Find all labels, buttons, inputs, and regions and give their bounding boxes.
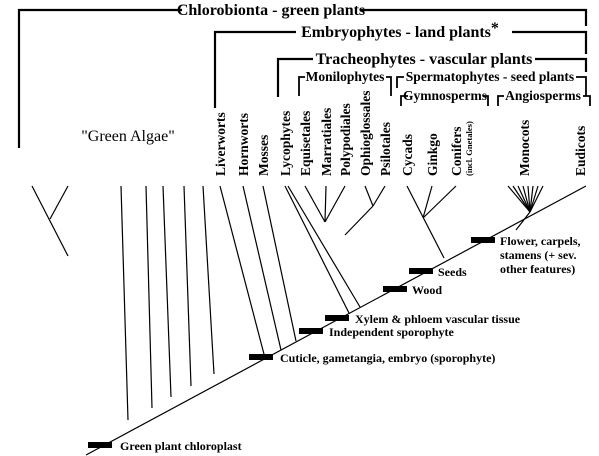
label-angiosperms: Angiosperms — [505, 88, 581, 103]
branch-liverworts — [219, 185, 266, 359]
label-hornworts: Hornworts — [236, 113, 251, 176]
branch-angio-4 — [522, 185, 531, 213]
label-monilophytes: Monilophytes — [306, 69, 385, 84]
trait-bar-seeds — [409, 268, 433, 274]
label-tracheophytes: Tracheophytes - vascular plants — [316, 51, 533, 68]
label-ophioglossales: Ophioglossales — [358, 90, 373, 176]
branch-angio-stem — [515, 211, 531, 231]
branch-angio-7 — [529, 185, 539, 213]
label-liverworts: Liverworts — [213, 112, 228, 176]
branch-equisetales — [304, 185, 326, 223]
branch-ginkgo — [422, 185, 433, 219]
trait-label-xylem: Xylem & phloem vascular tissue — [355, 312, 521, 326]
label-polypodiales: Polypodiales — [338, 103, 353, 176]
trait-label-seeds: Seeds — [438, 265, 467, 279]
branch-angio-1 — [507, 185, 531, 213]
branch-psilotales — [372, 185, 386, 207]
branch-monilophyte-join — [344, 205, 374, 236]
branch-cycads — [406, 185, 445, 259]
label-spermatophytes: Spermatophytes - seed plants — [406, 69, 574, 84]
bracket-gymnosperms — [400, 95, 489, 106]
branch-marratiales — [324, 185, 327, 223]
trait-bar-chloroplast — [88, 442, 112, 448]
label-equisetales: Equisetales — [298, 111, 313, 176]
label-ginkgo: Ginkgo — [425, 133, 440, 176]
trait-bar-xylem — [325, 315, 349, 321]
label-conifers-note: (incl. Gnetales) — [464, 121, 474, 176]
label-cycads: Cycads — [400, 134, 415, 176]
branch-polypodiales — [324, 185, 346, 223]
branch-algae-7 — [202, 185, 215, 375]
label-marratiales: Marratiales — [319, 108, 334, 176]
trait-label-wood: Wood — [412, 283, 442, 297]
trait-label-flower-3: other features) — [500, 262, 575, 276]
branch-angio-3 — [517, 185, 531, 213]
label-lycophytes: Lycophytes — [278, 111, 293, 176]
branch-algae-2 — [49, 185, 69, 220]
branch-algae-6 — [183, 185, 192, 387]
trait-bar-sporophyte — [299, 328, 323, 334]
trait-label-chloroplast: Green plant chloroplast — [120, 439, 242, 453]
label-chlorobionta: Chlorobionta - green plants — [177, 2, 365, 19]
trait-label-sporophyte: Independent sporophyte — [329, 325, 454, 339]
bracket-chlorobionta — [17, 8, 588, 148]
trait-bar-flower — [471, 237, 495, 243]
branch-angio-8 — [529, 185, 544, 213]
label-eudicots: Eudicots — [573, 126, 588, 176]
trait-bar-wood — [383, 286, 407, 292]
branch-lycophytes — [284, 185, 350, 314]
branch-monilophytes-stem — [287, 185, 361, 308]
branch-hornworts — [242, 185, 282, 351]
branch-algae-5 — [162, 185, 172, 398]
bracket-tracheophytes — [276, 57, 588, 97]
branch-algae-4 — [145, 185, 153, 409]
bracket-spermatophytes — [396, 76, 587, 96]
trait-bar-cuticle — [249, 354, 273, 360]
label-monocots: Monocots — [517, 120, 532, 176]
branch-angio-2 — [512, 185, 531, 213]
label-gymnosperms: Gymnosperms — [403, 88, 487, 103]
trait-label-flower-1: Flower, carpels, — [500, 234, 581, 248]
branch-angio-5 — [527, 185, 531, 213]
trait-label-cuticle: Cuticle, gametangia, embryo (sporophyte) — [280, 351, 495, 365]
trait-label-flower-2: stamens (+ sev. — [500, 248, 577, 262]
label-embryophytes: Embryophytes - land plants* — [301, 20, 499, 41]
embryophytes-asterisk: * — [491, 20, 499, 37]
branch-conifers — [422, 185, 457, 219]
branch-angio-6 — [529, 185, 534, 213]
label-green-algae: "Green Algae" — [81, 128, 174, 145]
bracket-angiosperms — [497, 95, 591, 106]
label-mosses: Mosses — [256, 135, 271, 176]
branch-mosses — [262, 185, 297, 342]
label-psilotales: Psilotales — [378, 122, 393, 176]
branch-algae-1 — [31, 185, 69, 257]
bracket-embryophytes — [213, 30, 588, 108]
branch-ophioglossales — [364, 185, 374, 207]
bracket-monilophytes — [298, 76, 392, 96]
branch-algae-3 — [120, 185, 129, 421]
label-conifers: Conifers — [449, 127, 464, 177]
